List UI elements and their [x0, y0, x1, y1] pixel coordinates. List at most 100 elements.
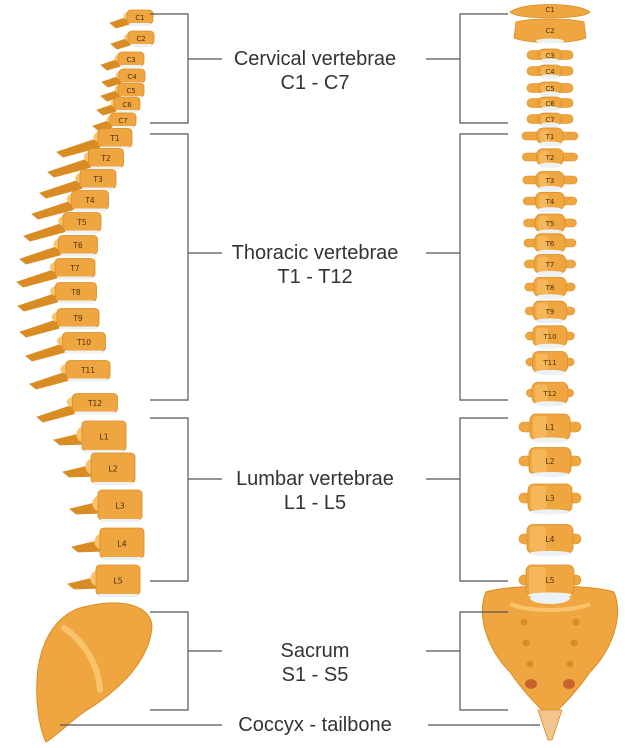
- front-t4-label: T4: [545, 198, 555, 206]
- front-t10-disc: [535, 344, 565, 349]
- front-t1-label: T1: [545, 133, 555, 141]
- side-l5-label: L5: [113, 577, 123, 586]
- side-t10-disc: [65, 351, 104, 354]
- front-t7-disc: [536, 271, 563, 276]
- front-c3-label: C3: [545, 52, 554, 60]
- coccyx-label: Coccyx - tailbone: [190, 713, 440, 737]
- sacral-foramen-right-lower: [563, 679, 575, 689]
- side-t2-disc: [91, 167, 122, 170]
- thoracic-range: T1 - T12: [190, 265, 440, 289]
- side-c4-label: C4: [127, 73, 137, 81]
- front-t10-label: T10: [542, 333, 556, 341]
- front-c2-label: C2: [545, 27, 554, 35]
- cervical-label: Cervical vertebrae C1 - C7: [190, 47, 440, 95]
- side-c7-label: C7: [118, 117, 127, 125]
- side-l2-disc: [93, 482, 133, 485]
- side-l1-disc: [84, 450, 124, 453]
- front-l5-disc: [528, 592, 572, 597]
- front-l1-disc: [532, 437, 568, 442]
- front-l2-label: L2: [546, 457, 555, 466]
- side-c5-label: C5: [126, 87, 135, 95]
- sacral-foramen-3: [523, 640, 530, 647]
- thoracic-left-bracket: [150, 134, 188, 400]
- sacrum-range: S1 - S5: [190, 663, 440, 687]
- side-l2-label: L2: [108, 465, 118, 474]
- front-t6-disc: [537, 250, 564, 255]
- front-t12-disc: [534, 401, 566, 406]
- side-c3-disc: [120, 65, 142, 68]
- front-l1-label: L1: [546, 423, 555, 432]
- sacrum-front-shape: [482, 586, 617, 712]
- front-l3-label: L3: [546, 494, 555, 503]
- coccyx-front-shape: [538, 710, 562, 740]
- side-t12-disc: [75, 412, 116, 415]
- side-l3-label: L3: [115, 502, 125, 511]
- front-l2-shine: [532, 450, 547, 473]
- front-t2-disc: [539, 163, 562, 168]
- front-t11-label: T11: [542, 359, 556, 367]
- sacral-foramen-left-lower: [525, 679, 537, 689]
- front-c2-disc: [536, 39, 564, 44]
- front-c1-label: C1: [545, 6, 554, 14]
- cervical-name: Cervical vertebrae: [190, 47, 440, 71]
- thoracic-name: Thoracic vertebrae: [190, 241, 440, 265]
- front-l5-shine: [529, 567, 546, 593]
- side-t3-disc: [82, 188, 114, 191]
- side-t9-disc: [59, 327, 97, 330]
- sacrum-name: Sacrum: [190, 639, 440, 663]
- spine-front-view: C1C2C3C4C5C6C7T1T2T3T4T5T6T7T8T9T10T11T1…: [482, 5, 617, 741]
- front-l3-disc: [530, 509, 570, 514]
- front-l2-disc: [531, 472, 569, 477]
- front-l5-label: L5: [546, 576, 555, 585]
- front-t1-disc: [539, 141, 561, 146]
- front-t5-label: T5: [545, 220, 555, 228]
- side-t1-label: T1: [109, 134, 120, 143]
- spine-side-view: C1C2C3C4C5C6C7T1T2T3T4T5T6T7T8T9T10T11T1…: [17, 10, 154, 742]
- side-t5-label: T5: [76, 218, 87, 227]
- cervical-right-bracket: [460, 14, 508, 123]
- side-t2-label: T2: [100, 154, 111, 163]
- front-t12-label: T12: [542, 390, 556, 398]
- front-t8-label: T8: [545, 284, 555, 292]
- side-t8-disc: [58, 301, 95, 304]
- side-t4-disc: [74, 209, 107, 212]
- thoracic-label: Thoracic vertebrae T1 - T12: [190, 241, 440, 289]
- thoracic-right-bracket: [460, 134, 508, 400]
- side-l5-disc: [98, 594, 138, 597]
- cervical-range: C1 - C7: [190, 71, 440, 95]
- sacral-foramen-1: [521, 619, 528, 626]
- lumbar-right-bracket: [460, 418, 508, 581]
- side-t6-disc: [61, 254, 96, 257]
- side-c2-disc: [130, 44, 152, 47]
- sacral-foramen-6: [567, 661, 574, 668]
- front-c6-label: C6: [545, 100, 555, 108]
- side-c1-disc: [129, 23, 151, 26]
- front-t7-label: T7: [545, 261, 555, 269]
- side-t9-label: T9: [72, 314, 83, 323]
- sacral-foramen-4: [571, 640, 578, 647]
- front-c5-label: C5: [545, 85, 554, 93]
- front-l4-shine: [530, 527, 546, 552]
- front-c4-label: C4: [545, 68, 555, 76]
- lumbar-name: Lumbar vertebrae: [190, 467, 440, 491]
- front-t2-label: T2: [545, 154, 555, 162]
- side-t4-label: T4: [84, 196, 95, 205]
- side-l4-label: L4: [117, 540, 127, 549]
- front-c7-label: C7: [545, 116, 554, 124]
- side-t11-disc: [68, 379, 108, 382]
- side-t3-label: T3: [92, 175, 103, 184]
- sacral-foramen-5: [527, 661, 534, 668]
- front-l3-shine: [531, 486, 546, 510]
- side-t6-label: T6: [72, 241, 83, 250]
- side-c1-label: C1: [135, 14, 144, 22]
- side-c6-label: C6: [122, 101, 132, 109]
- side-l3-disc: [100, 519, 140, 522]
- sacrum-label: Sacrum S1 - S5: [190, 639, 440, 687]
- lumbar-label: Lumbar vertebrae L1 - L5: [190, 467, 440, 515]
- front-t8-disc: [536, 294, 564, 299]
- side-l4-disc: [102, 557, 142, 560]
- side-t10-label: T10: [76, 338, 91, 347]
- lumbar-range: L1 - L5: [190, 491, 440, 515]
- side-c6-disc: [116, 110, 138, 113]
